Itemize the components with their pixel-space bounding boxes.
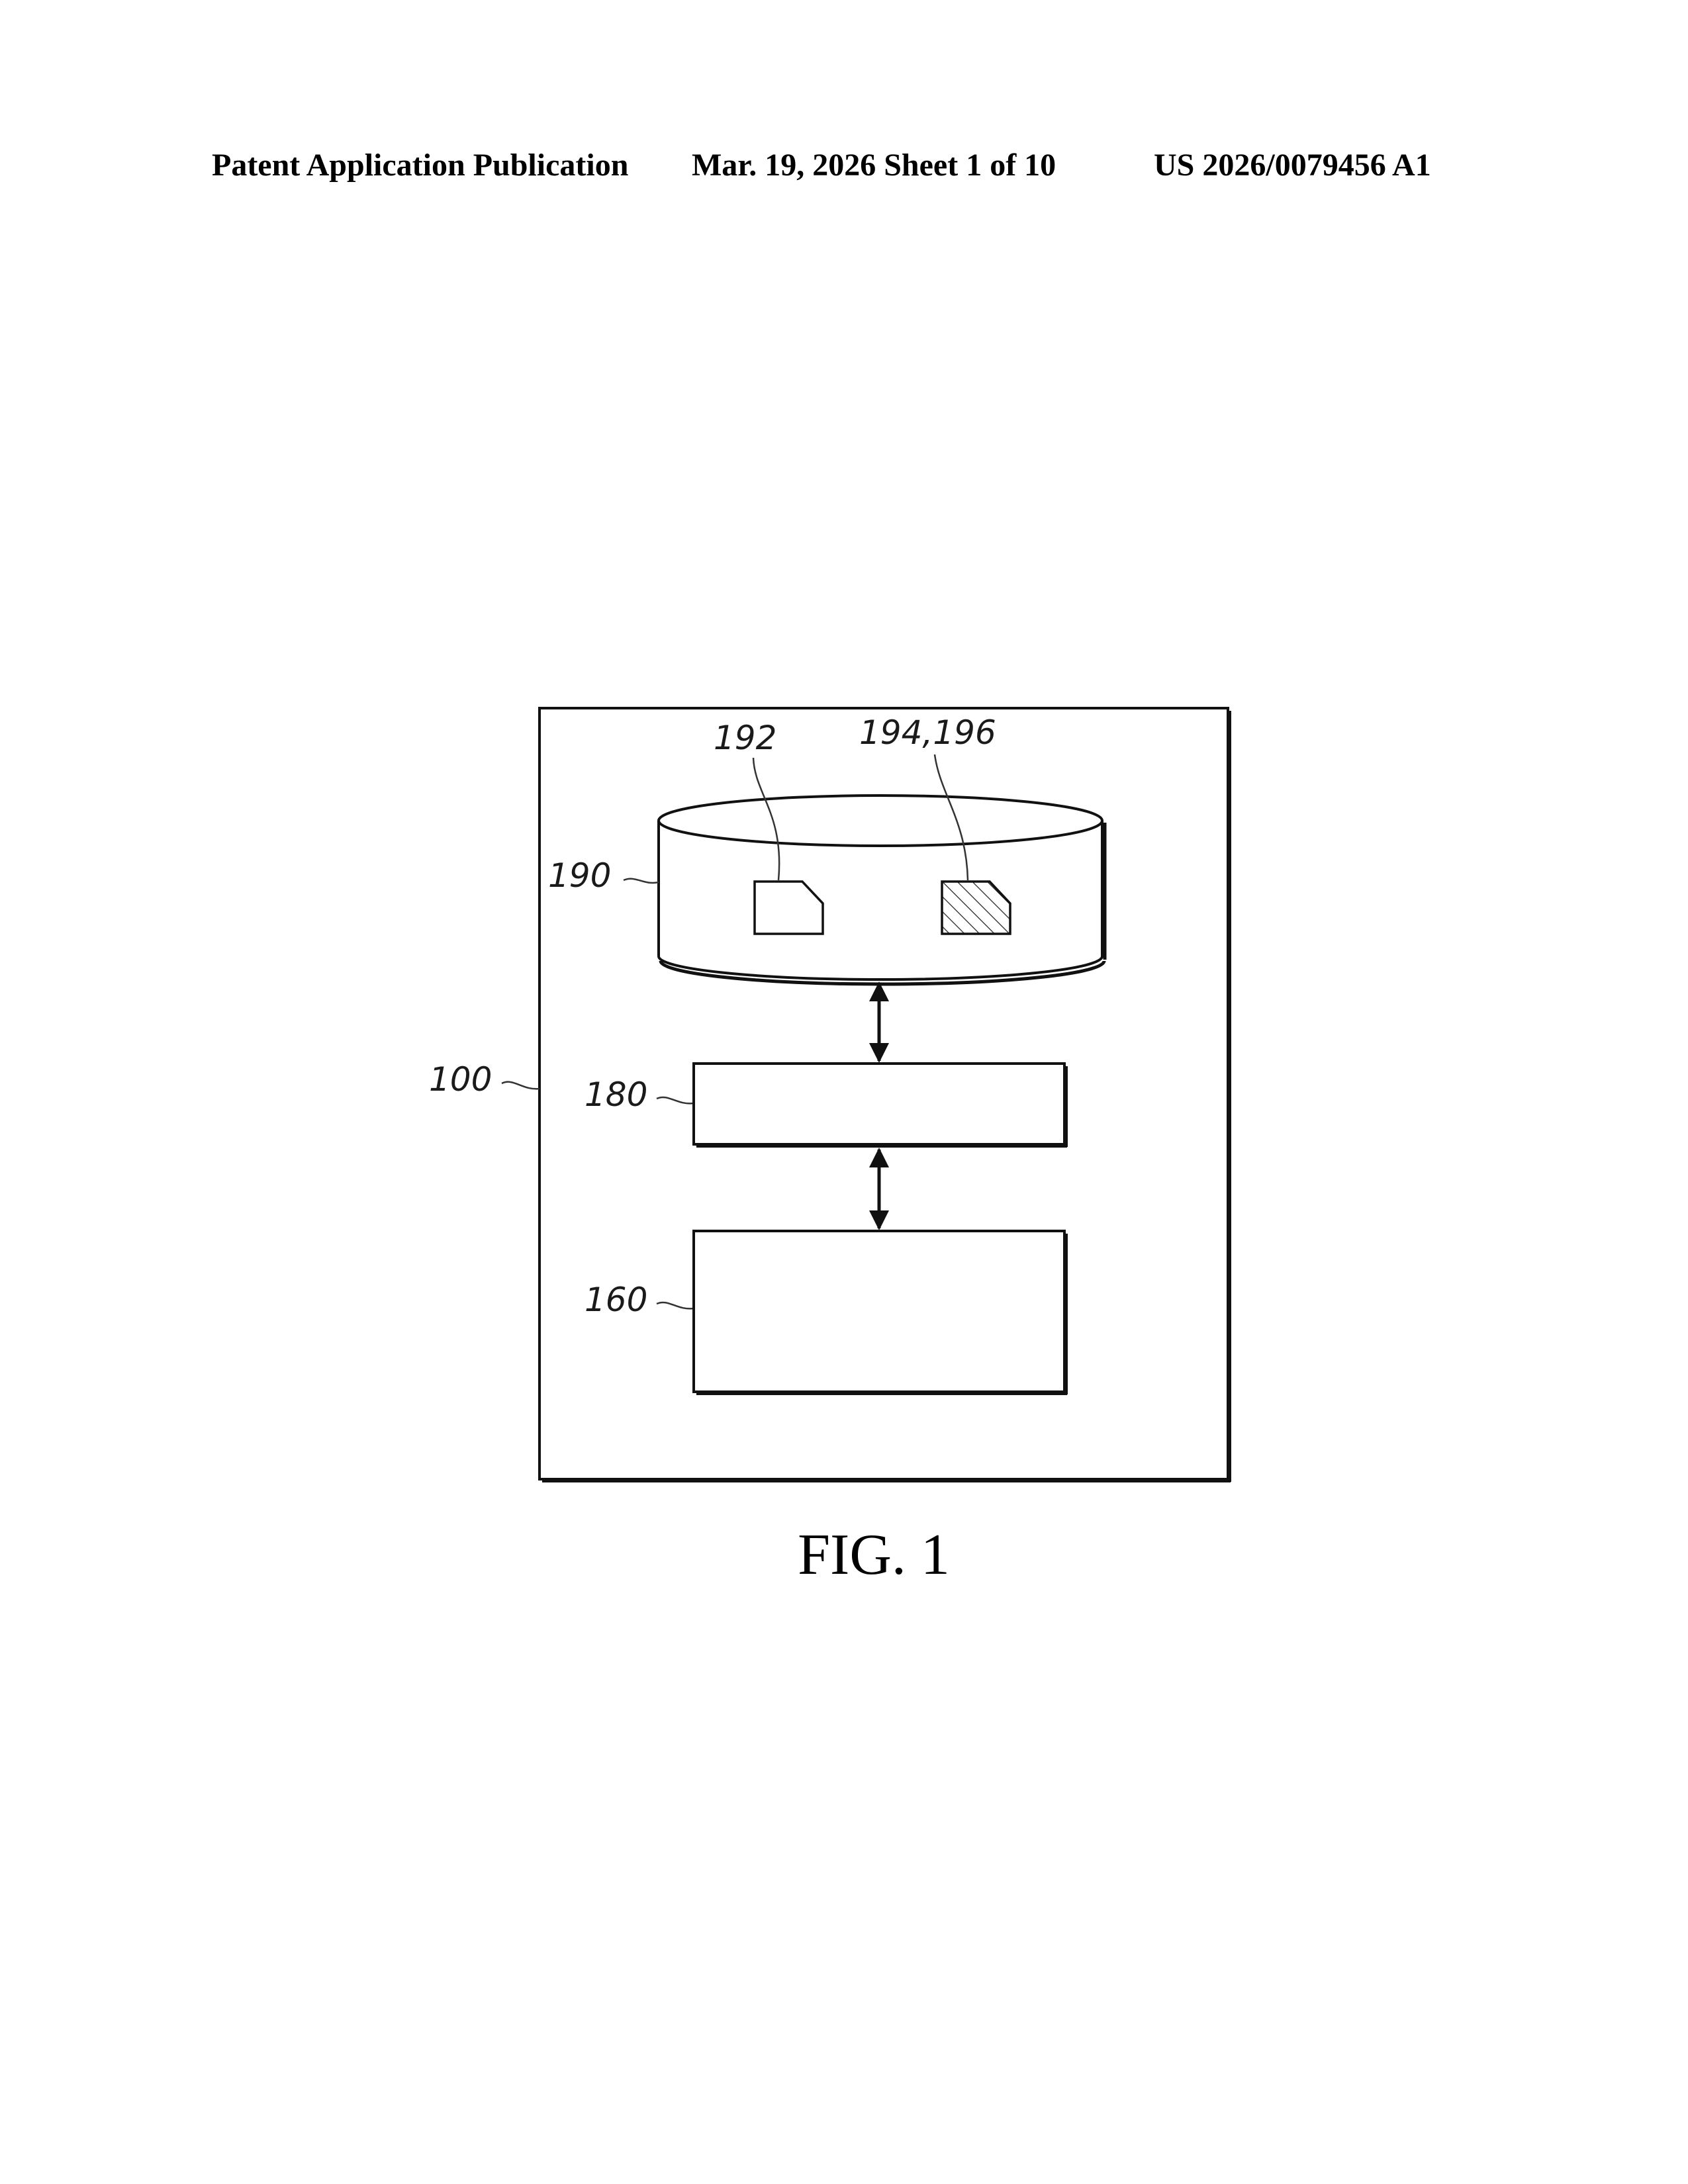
block-bottom [694,1231,1067,1394]
label-bottom-block: 160 [585,1281,647,1319]
figure-caption: FIG. 1 [0,1522,1688,1588]
label-storage: 190 [548,856,611,895]
label-file-hatched: 194,196 [859,713,996,752]
storage-cylinder [659,796,1105,984]
label-file-plain: 192 [714,719,776,757]
label-system: 100 [429,1060,492,1099]
label-middle-block: 180 [585,1075,647,1114]
block-middle [694,1064,1067,1147]
